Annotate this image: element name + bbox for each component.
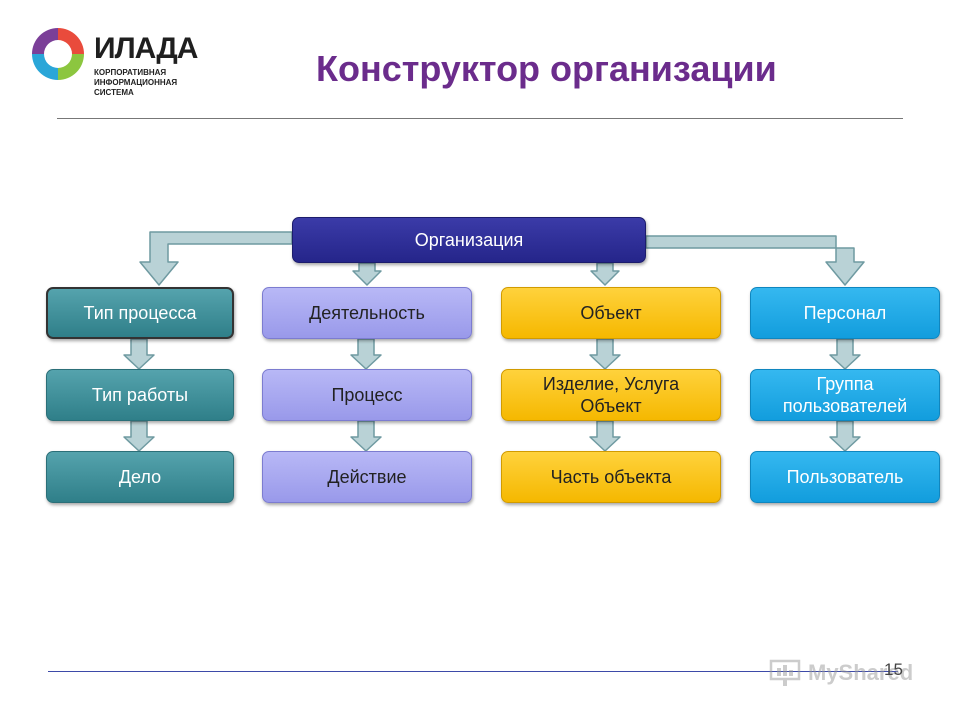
node-organization: Организация: [292, 217, 646, 263]
logo-subtitle-line: КОРПОРАТИВНАЯ: [94, 68, 167, 77]
node-product-service-object: Изделие, Услуга Объект: [501, 369, 721, 421]
arrow-col2-row2: [350, 420, 382, 452]
node-activity: Деятельность: [262, 287, 472, 339]
title-divider: [57, 118, 903, 119]
arrow-root-to-col1: [139, 231, 293, 286]
company-logo: ИЛАДА КОРПОРАТИВНАЯ ИНФОРМАЦИОННАЯ СИСТЕ…: [28, 24, 228, 104]
presentation-icon: [769, 659, 801, 686]
arrow-root-to-col2: [352, 262, 382, 286]
node-action: Действие: [262, 451, 472, 503]
node-user-group: Группа пользователей: [750, 369, 940, 421]
logo-emblem-icon: [32, 28, 84, 80]
footer-divider: [48, 671, 898, 672]
logo-name: ИЛАДА: [94, 32, 198, 65]
arrow-col2-row1: [350, 338, 382, 370]
arrow-col1-row2: [123, 420, 155, 452]
logo-subtitle-line: СИСТЕМА: [94, 88, 134, 97]
logo-subtitle: КОРПОРАТИВНАЯ ИНФОРМАЦИОННАЯ СИСТЕМА: [94, 68, 224, 98]
node-work-type: Тип работы: [46, 369, 234, 421]
arrow-root-to-col3: [590, 262, 620, 286]
watermark-text: MyShared: [808, 660, 914, 685]
arrow-col3-row1: [589, 338, 621, 370]
node-process: Процесс: [262, 369, 472, 421]
arrow-col1-row1: [123, 338, 155, 370]
arrow-col4-row2: [829, 420, 861, 452]
arrow-col3-row2: [589, 420, 621, 452]
node-user: Пользователь: [750, 451, 940, 503]
page-title: Конструктор организации: [316, 48, 777, 89]
node-case: Дело: [46, 451, 234, 503]
node-object: Объект: [501, 287, 721, 339]
node-process-type: Тип процесса: [46, 287, 234, 339]
watermark: MyShared: [768, 658, 913, 690]
logo-subtitle-line: ИНФОРМАЦИОННАЯ: [94, 78, 178, 87]
page-number: 15: [884, 660, 903, 679]
node-object-part: Часть объекта: [501, 451, 721, 503]
node-staff: Персонал: [750, 287, 940, 339]
arrow-root-to-col4: [645, 235, 865, 286]
arrow-col4-row1: [829, 338, 861, 370]
